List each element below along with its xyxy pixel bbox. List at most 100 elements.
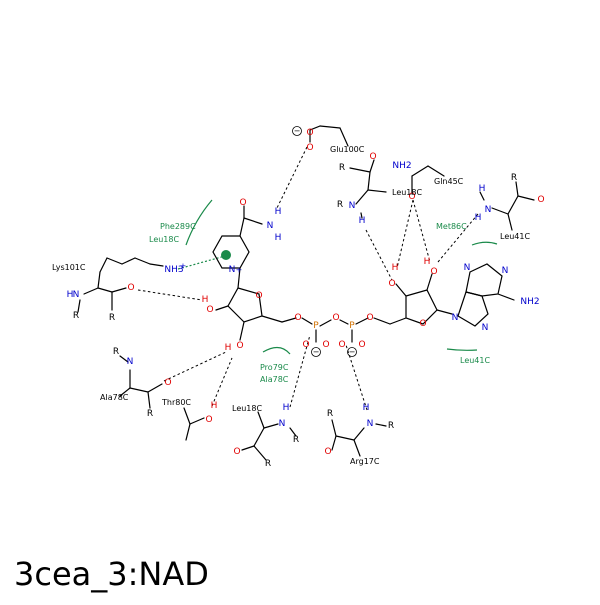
- atom-p2: P: [349, 321, 355, 331]
- atom-h-ribose-3: H: [225, 343, 232, 353]
- arc-met86: [471, 241, 498, 246]
- ribose-1: [227, 287, 263, 323]
- atom-o-gln45: O: [408, 192, 415, 202]
- atom-o-p2-a: O: [338, 340, 345, 350]
- atom-o-ribose-2: O: [206, 305, 213, 315]
- atom-h-ribose-3prime: H: [424, 257, 431, 267]
- label-leu18-bottom: Leu18C: [232, 404, 262, 413]
- r-leu41-top: R: [511, 173, 517, 183]
- residue-labels: Glu100C Gln45C Leu18C Leu41C Lys101C Ala…: [52, 145, 530, 466]
- r-leu18-top: R: [339, 163, 345, 173]
- atom-nh2-adenine: NH2: [520, 297, 539, 307]
- ribose-2: [405, 289, 438, 325]
- label-phe289: Phe289C: [160, 222, 196, 231]
- cation-pi-dot: [221, 250, 231, 260]
- atom-o-leu18-top: O: [369, 152, 376, 162]
- atom-n-lys101: N: [73, 290, 80, 300]
- label-thr80: Thr80C: [161, 398, 191, 407]
- oxygen-atoms: O O O O O O O O H O H O O O O O O O O O …: [127, 128, 544, 457]
- label-glu100: Glu100C: [330, 145, 365, 154]
- atom-nh3-lys: NH3: [164, 265, 183, 275]
- atom-n-amide: N: [267, 221, 274, 231]
- atom-o-ala78: O: [164, 378, 171, 388]
- atom-n-adenine-2: N: [502, 266, 509, 276]
- atom-n-pyridinium: N: [229, 265, 236, 275]
- atom-h-lys101: H: [67, 290, 74, 300]
- atom-o-5prime-2: O: [366, 313, 373, 323]
- atom-h-amide: H: [275, 207, 282, 217]
- atom-p1: P: [313, 321, 319, 331]
- atom-o-bridge: O: [332, 313, 339, 323]
- atom-o-p1-b: O: [322, 340, 329, 350]
- atom-n-leu18-bottom: N: [279, 419, 286, 429]
- atom-n-adenine-1: N: [464, 263, 471, 273]
- diagram-title: 3cea_3:NAD: [14, 555, 209, 593]
- atom-o-p1-a: O: [302, 340, 309, 350]
- hbond-thr80-o: [211, 357, 233, 407]
- charge-lys: +: [180, 262, 187, 271]
- label-leu41-top: Leu41C: [500, 232, 530, 241]
- r-ala78-1: R: [113, 347, 119, 357]
- pyridinium-ring: [212, 235, 250, 269]
- atom-o-arg17: O: [324, 447, 331, 457]
- atom-h-thr80: H: [211, 401, 218, 411]
- hydrophobic-labels: Phe289C Leu18C Met86C Leu41C Pro79C Ala7…: [149, 222, 490, 384]
- atom-o-ribose-ring2: O: [419, 319, 426, 329]
- label-arg17: Arg17C: [350, 457, 380, 466]
- atom-h-ribose-2: H: [202, 295, 209, 305]
- nitrogen-atoms: N H H N NH3 N H N H NH2 N H H N N N N NH…: [67, 161, 540, 429]
- hbond-lys101-o: [137, 289, 203, 301]
- hbond-ribose-3: [412, 199, 431, 263]
- charge-p1: −: [313, 348, 320, 357]
- atom-n-adenine-3: N: [482, 323, 489, 333]
- hydrophobic-contacts: [185, 199, 498, 355]
- pyrimidine-ring: [465, 263, 503, 297]
- atom-h-ribose-2prime: H: [392, 263, 399, 273]
- phosphorus-atoms: P P: [313, 321, 355, 331]
- hbond-ribose-4: [437, 213, 479, 263]
- atom-o-leu18-bottom: O: [233, 447, 240, 457]
- label-lys101: Lys101C: [52, 263, 86, 272]
- r-leu18-bottom-2: R: [293, 435, 299, 445]
- arc-leu41-bottom: [446, 348, 478, 351]
- charge-pyridinium: +: [236, 266, 243, 275]
- label-met86: Met86C: [436, 222, 467, 231]
- atom-nh2-gln45: NH2: [392, 161, 411, 171]
- atom-n-leu18-top: N: [349, 201, 356, 211]
- r-arg17-2: R: [388, 421, 394, 431]
- atom-o-ribose-3prime: O: [430, 267, 437, 277]
- atom-h-leu18-top: H: [359, 216, 366, 226]
- imidazole-ring: [457, 291, 489, 327]
- cation-pi-line: [177, 255, 226, 270]
- atom-h-leu41-top: H: [475, 213, 482, 223]
- label-gln45: Gln45C: [434, 177, 464, 186]
- charges: − − − + +: [180, 126, 357, 357]
- charge-glu: −: [294, 127, 301, 136]
- atom-h-leu41-top-2: H: [479, 184, 486, 194]
- hydrogen-bonds: [137, 146, 479, 411]
- atom-o-leu41: O: [537, 195, 544, 205]
- atom-h-amide-2: H: [275, 233, 282, 243]
- r-ala78-2: R: [147, 409, 153, 419]
- r-lys101-1: R: [73, 311, 79, 321]
- r-arg17-1: R: [327, 409, 333, 419]
- atom-o-ribose-ring1: O: [255, 291, 262, 301]
- bond-skeleton: [77, 125, 535, 461]
- hbond-ribose-2: [396, 199, 414, 269]
- r-leu18-bottom-1: R: [265, 459, 271, 469]
- atom-h-leu18-bottom: H: [283, 403, 290, 413]
- charge-p2: −: [349, 348, 356, 357]
- atom-h-arg17: H: [363, 403, 370, 413]
- r-groups: R R R R R R R R R R R R: [73, 163, 517, 469]
- atom-o-ribose-3: O: [236, 341, 243, 351]
- atom-o-lys101: O: [127, 283, 134, 293]
- arc-pro79: [262, 346, 291, 355]
- atom-o-amide: O: [239, 198, 246, 208]
- label-ala78-green: Ala78C: [260, 375, 289, 384]
- hbond-ala78-o: [163, 351, 227, 382]
- atom-o-glu-a: O: [306, 128, 313, 138]
- atom-o-5prime-1: O: [294, 313, 301, 323]
- label-leu18-left: Leu18C: [149, 235, 179, 244]
